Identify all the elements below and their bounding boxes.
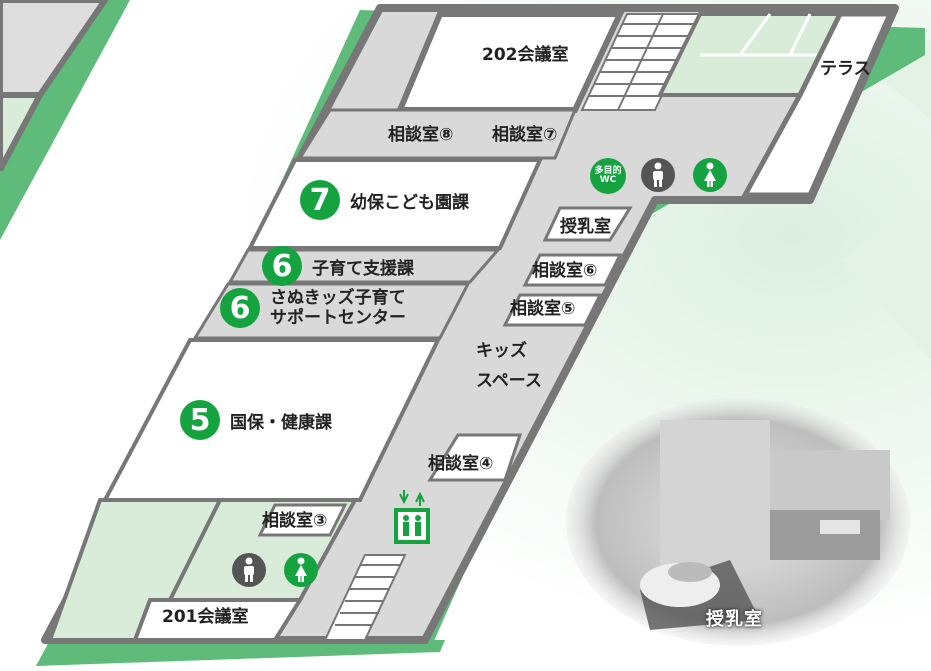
elevator-icon bbox=[394, 490, 430, 544]
room-consult-8: 相談室⑧ bbox=[388, 125, 454, 145]
kids-space-line1: キッズ bbox=[476, 341, 527, 361]
department-number-badge: 7 bbox=[300, 180, 340, 220]
multipurpose-wc-icon: 多目的 WC bbox=[590, 158, 626, 194]
department-number-badge: 6 bbox=[220, 288, 260, 329]
nursing-room-photo bbox=[566, 398, 910, 646]
department-7: 7 幼保こども園課 bbox=[300, 180, 469, 220]
department-name: 国保・健康課 bbox=[230, 412, 332, 433]
woman-icon bbox=[693, 158, 727, 192]
woman-icon bbox=[284, 553, 318, 587]
adjacent-floor-fragment bbox=[0, 0, 130, 240]
room-terrace: テラス bbox=[820, 59, 871, 79]
photo-caption: 授乳室 bbox=[706, 609, 763, 630]
wc-label-line1: 多目的 bbox=[594, 165, 622, 176]
department-6-support: 6 子育て支援課 bbox=[262, 246, 414, 286]
department-name-line2: サポートセンター bbox=[270, 308, 406, 329]
department-number-badge: 6 bbox=[262, 246, 302, 286]
man-icon bbox=[232, 553, 266, 587]
room-consult-6: 相談室⑥ bbox=[532, 261, 598, 281]
room-consult-5: 相談室⑤ bbox=[510, 299, 576, 319]
room-consult-4: 相談室④ bbox=[428, 454, 494, 474]
room-consult-7: 相談室⑦ bbox=[492, 125, 558, 145]
department-name: 幼保こども園課 bbox=[350, 192, 469, 213]
department-name: 子育て支援課 bbox=[312, 258, 414, 279]
department-6-center: 6 さぬきッズ子育て サポートセンター bbox=[220, 288, 406, 329]
department-5: 5 国保・健康課 bbox=[180, 400, 332, 440]
wc-label-line2: WC bbox=[599, 175, 617, 185]
room-202-meeting: 202会議室 bbox=[482, 45, 569, 65]
department-number-badge: 5 bbox=[180, 400, 220, 440]
room-consult-3: 相談室③ bbox=[262, 511, 328, 531]
room-201-meeting: 201会議室 bbox=[162, 607, 249, 627]
man-icon bbox=[641, 158, 675, 192]
department-name-line1: さぬきッズ子育て bbox=[270, 288, 406, 308]
room-nursing: 授乳室 bbox=[560, 217, 611, 237]
kids-space-line2: スペース bbox=[476, 371, 542, 391]
